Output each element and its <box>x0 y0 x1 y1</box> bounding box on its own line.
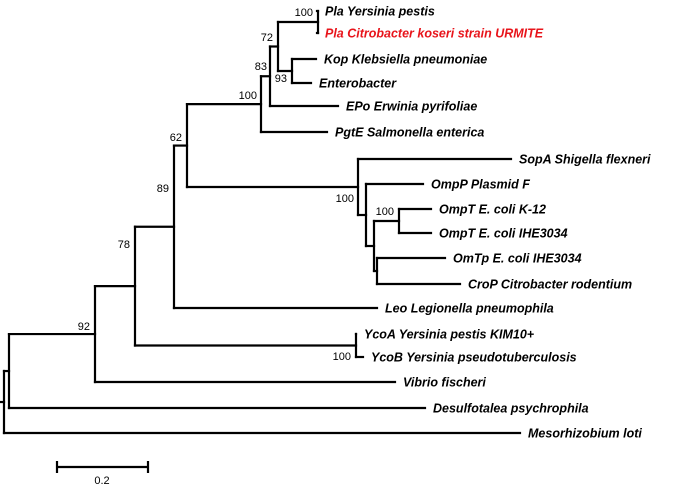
leaf-label-vibrio-fischeri: Vibrio fischeri <box>403 376 486 390</box>
leaf-label-ompt-ecoli-ihe3034: OmpT E. coli IHE3034 <box>439 227 568 241</box>
leaf-label-enterobacter: Enterobacter <box>319 77 397 91</box>
leaf-label-kop-klebsiella: Kop Klebsiella pneumoniae <box>324 53 487 67</box>
leaf-label-pla-citrobacter-koseri: Pla Citrobacter koseri strain URMITE <box>325 27 544 41</box>
leaf-label-sopa-shigella: SopA Shigella flexneri <box>519 153 651 167</box>
bootstrap-boot-100-outer: 100 <box>239 90 257 102</box>
leaf-label-ycob-yersinia: YcoB Yersinia pseudotuberculosis <box>371 351 577 365</box>
tree-branches <box>0 9 522 435</box>
bootstrap-boot-pla: 100 <box>295 7 313 19</box>
leaf-label-mesorhizobium: Mesorhizobium loti <box>528 427 642 441</box>
leaf-label-ompp-plasmid-f: OmpP Plasmid F <box>431 178 530 192</box>
leaf-label-leo-legionella: Leo Legionella pneumophila <box>385 302 554 316</box>
leaf-label-epo-erwinia: EPo Erwinia pyrifoliae <box>346 100 477 114</box>
leaf-label-crop-citrobacter: CroP Citrobacter rodentium <box>468 278 632 292</box>
leaf-label-pgte-salmonella: PgtE Salmonella enterica <box>335 126 484 140</box>
bootstrap-boot-100-ompt-clade: 100 <box>336 193 354 205</box>
scale-bar-label: 0.2 <box>94 475 109 487</box>
scale-bar: 0.2 <box>55 461 150 487</box>
bootstrap-boot-93: 93 <box>275 73 287 85</box>
leaf-label-omtp-ecoli-ihe3034: OmTp E. coli IHE3034 <box>453 252 582 266</box>
bootstrap-boot-83: 83 <box>255 61 267 73</box>
bootstrap-boot-78: 78 <box>118 239 130 251</box>
bootstrap-boot-100-yco: 100 <box>333 351 351 363</box>
bootstrap-boot-89: 89 <box>157 183 169 195</box>
leaf-label-desulfotalea: Desulfotalea psychrophila <box>433 402 589 416</box>
bootstrap-boot-100-ompt-k12: 100 <box>376 206 394 218</box>
leaf-label-ompt-ecoli-k12: OmpT E. coli K-12 <box>439 203 546 217</box>
leaf-label-ycoa-yersinia: YcoA Yersinia pestis KIM10+ <box>364 328 535 342</box>
bootstrap-boot-72: 72 <box>261 32 273 44</box>
bootstrap-boot-62: 62 <box>170 132 182 144</box>
bootstrap-boot-92: 92 <box>78 321 90 333</box>
leaf-label-pla-yersinia-pestis: Pla Yersinia pestis <box>325 5 435 19</box>
bootstrap-labels: 100 72 93 83 100 62 100 100 89 78 100 92 <box>78 7 394 363</box>
